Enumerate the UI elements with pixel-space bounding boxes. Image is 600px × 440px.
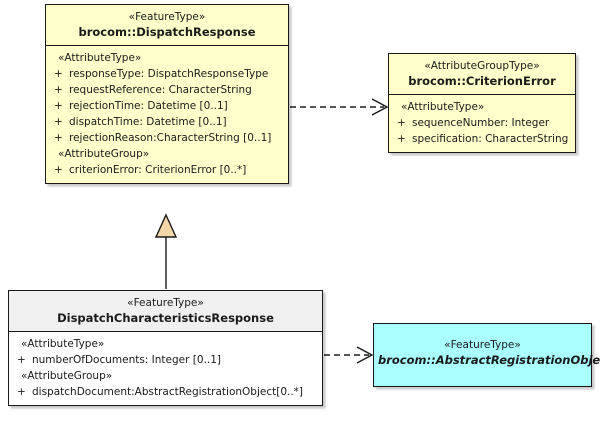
class-header: «FeatureType» DispatchCharacteristicsRes… bbox=[9, 291, 322, 332]
class-stereotype: «FeatureType» bbox=[444, 339, 521, 351]
visibility-marker: + bbox=[54, 100, 63, 112]
attribute-text: criterionError: CriterionError [0..*] bbox=[69, 164, 247, 176]
attribute-row[interactable]: + responseType: DispatchResponseType bbox=[49, 66, 285, 82]
attribute-text: dispatchTime: Datetime [0..1] bbox=[69, 116, 227, 128]
attribute-text: specification: CharacterString bbox=[412, 133, 569, 145]
attribute-row[interactable]: + specification: CharacterString bbox=[392, 131, 572, 147]
visibility-marker: + bbox=[54, 116, 63, 128]
attribute-text: dispatchDocument:AbstractRegistrationObj… bbox=[32, 386, 304, 398]
attribute-row[interactable]: + numberOfDocuments: Integer [0..1] bbox=[12, 352, 319, 368]
attribute-text: numberOfDocuments: Integer [0..1] bbox=[32, 354, 222, 366]
attribute-group-label: «AttributeType» bbox=[58, 52, 142, 64]
class-box-criterion-error[interactable]: «AttributeGroupType» brocom::CriterionEr… bbox=[388, 53, 576, 153]
visibility-marker: + bbox=[17, 354, 26, 366]
attribute-text: rejectionTime: Datetime [0..1] bbox=[69, 100, 228, 112]
hollow-triangle-arrowhead-icon bbox=[154, 213, 178, 238]
attribute-row[interactable]: + criterionError: CriterionError [0..*] bbox=[49, 162, 285, 178]
attribute-group-label: «AttributeGroup» bbox=[58, 148, 150, 160]
open-arrowhead-icon bbox=[356, 346, 374, 364]
attribute-row[interactable]: + requestReference: CharacterString bbox=[49, 82, 285, 98]
class-name: brocom::CriterionError bbox=[408, 74, 556, 88]
visibility-marker: + bbox=[54, 68, 63, 80]
class-box-dispatch-response[interactable]: «FeatureType» brocom::DispatchResponse «… bbox=[45, 4, 289, 184]
dependency-dispatchcharacteristics-abstractregistrationobject[interactable] bbox=[324, 346, 374, 364]
class-name: brocom::DispatchResponse bbox=[78, 25, 256, 39]
attribute-row[interactable]: + sequenceNumber: Integer bbox=[392, 115, 572, 131]
open-arrowhead-icon bbox=[371, 98, 389, 116]
attribute-row[interactable]: + dispatchDocument:AbstractRegistrationO… bbox=[12, 384, 319, 400]
generalization-dispatchcharacteristics-dispatchresponse[interactable] bbox=[154, 213, 178, 289]
attribute-row[interactable]: + rejectionTime: Datetime [0..1] bbox=[49, 98, 285, 114]
visibility-marker: + bbox=[54, 132, 63, 144]
class-name: DispatchCharacteristicsResponse bbox=[57, 311, 274, 325]
attribute-text: responseType: DispatchResponseType bbox=[69, 68, 269, 80]
dependency-dispatchresponse-criterionerror[interactable] bbox=[290, 98, 389, 116]
class-body: «AttributeType» + responseType: Dispatch… bbox=[46, 46, 288, 183]
attribute-text: sequenceNumber: Integer bbox=[412, 117, 550, 129]
class-stereotype: «FeatureType» bbox=[128, 11, 206, 23]
class-header: «FeatureType» brocom::AbstractRegistrati… bbox=[374, 324, 600, 373]
class-box-dispatch-characteristics-response[interactable]: «FeatureType» DispatchCharacteristicsRes… bbox=[8, 290, 323, 406]
visibility-marker: + bbox=[17, 386, 26, 398]
attribute-row[interactable]: + dispatchTime: Datetime [0..1] bbox=[49, 114, 285, 130]
class-name: brocom::AbstractRegistrationObject bbox=[378, 353, 600, 367]
attribute-text: rejectionReason:CharacterString [0..1] bbox=[69, 132, 272, 144]
class-stereotype: «FeatureType» bbox=[127, 297, 204, 309]
attribute-group-label: «AttributeGroup» bbox=[21, 370, 113, 382]
class-box-abstract-registration-object[interactable]: «FeatureType» brocom::AbstractRegistrati… bbox=[373, 323, 600, 387]
attribute-group-label: «AttributeType» bbox=[401, 101, 485, 113]
attribute-text: requestReference: CharacterString bbox=[69, 84, 252, 96]
visibility-marker: + bbox=[397, 133, 406, 145]
class-stereotype: «AttributeGroupType» bbox=[424, 60, 540, 72]
attribute-row[interactable]: + rejectionReason:CharacterString [0..1] bbox=[49, 130, 285, 146]
class-header: «AttributeGroupType» brocom::CriterionEr… bbox=[389, 54, 575, 95]
class-header: «FeatureType» brocom::DispatchResponse bbox=[46, 5, 288, 46]
class-body: «AttributeType» + sequenceNumber: Intege… bbox=[389, 95, 575, 152]
attribute-group-label: «AttributeType» bbox=[21, 338, 105, 350]
visibility-marker: + bbox=[54, 84, 63, 96]
visibility-marker: + bbox=[397, 117, 406, 129]
class-body: «AttributeType» + numberOfDocuments: Int… bbox=[9, 332, 322, 405]
visibility-marker: + bbox=[54, 164, 63, 176]
